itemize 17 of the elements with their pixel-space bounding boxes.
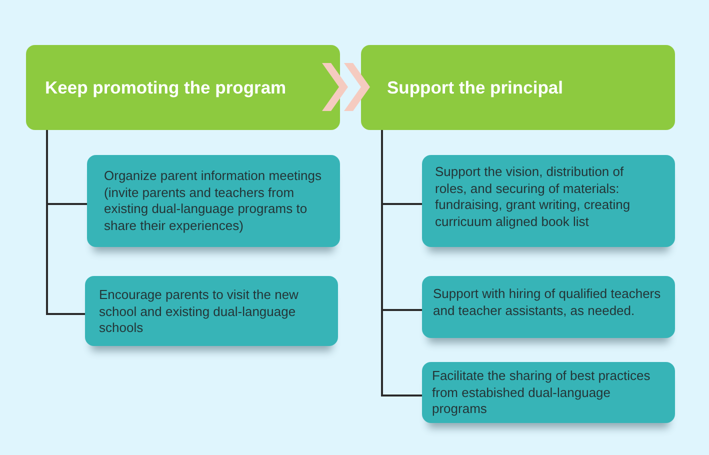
chevron-arrow — [322, 63, 370, 111]
header-box — [26, 45, 340, 130]
task-text: Support with hiring of qualified teachers and teacher assistants, as needed. — [433, 286, 662, 320]
header-text: Support the principal — [387, 77, 563, 98]
connector-line — [381, 130, 422, 396]
task-text: Encourage parents to visit the new school and existing dual-language schools — [99, 287, 300, 337]
connector-line — [46, 130, 85, 315]
header-box — [361, 45, 675, 130]
task-box — [87, 155, 340, 247]
task-box — [422, 362, 675, 423]
task-text: Support the vision, distribution of roles, and securing of materials: fundraising, grant writing, creating curricuum aligned book list — [435, 164, 632, 230]
task-text: Organize parent information meetings (invite parents and teachers from existing dual-language programs to share their experiences) — [104, 168, 323, 234]
task-box — [85, 276, 338, 346]
task-box — [422, 276, 675, 338]
task-text: Facilitate the sharing of best practices from estabished dual-language programs — [432, 368, 652, 418]
header-text: Keep promoting the program — [45, 77, 286, 98]
task-box — [422, 155, 675, 247]
